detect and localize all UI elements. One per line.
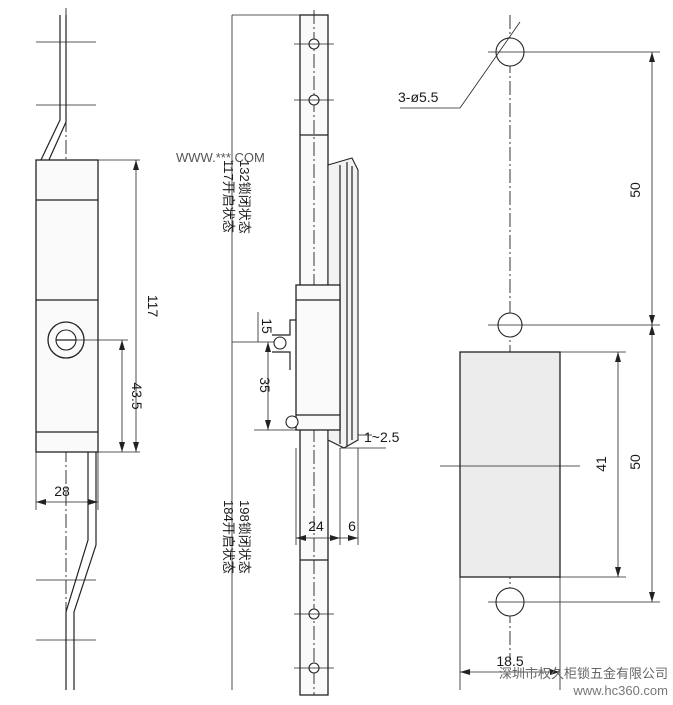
lock-block (295, 284, 341, 431)
right-view: 3-ø5.5 50 50 41 18.5 (398, 15, 660, 690)
dim-arrow (460, 669, 470, 675)
lock-body (35, 159, 99, 453)
upper-rod-edge (47, 15, 67, 163)
leader-line (459, 21, 521, 109)
upper-rod (39, 15, 61, 163)
dim-arrow (133, 442, 139, 452)
dim-28-label: 28 (54, 483, 70, 499)
dim-arrow (265, 342, 271, 352)
dim-arrow (615, 567, 621, 577)
dim-arrow (265, 420, 271, 430)
dim-arrow (119, 340, 125, 350)
note-top-open: 117开启状态 (221, 160, 236, 233)
cam-tongue (272, 351, 291, 370)
note-top-locked: 132锁闭状态 (237, 160, 252, 234)
dim-arrow (296, 535, 306, 541)
dim-lower-50-label: 50 (627, 454, 643, 470)
dim-24-label: 24 (308, 518, 324, 534)
dim-arrow (550, 669, 560, 675)
dim-18-5-label: 18.5 (496, 653, 523, 669)
cam-pin (273, 336, 287, 350)
cam-pin (285, 415, 299, 429)
dim-gap-label: 1~2.5 (364, 429, 400, 445)
middle-view: 15 35 1~2.5 24 6 132锁闭状态 117开启状态 198锁闭状态… (221, 10, 400, 696)
note-bottom-locked: 198锁闭状态 (237, 500, 252, 574)
dim-41-label: 41 (593, 456, 609, 472)
site-watermark: www.hc360.com (572, 683, 668, 698)
lower-rod (65, 452, 89, 690)
dim-arrow (88, 499, 98, 505)
watermark-text: WWW.***.COM (176, 150, 265, 165)
dim-upper-50-label: 50 (627, 182, 643, 198)
lower-rod-edge (73, 452, 97, 690)
cam-tongue (272, 319, 296, 336)
note-bottom-open: 184开启状态 (221, 500, 236, 574)
dim-15-label: 15 (259, 318, 275, 334)
dim-43-5-label: 43.5 (129, 382, 145, 409)
company-watermark: 深圳市权久柜锁五金有限公司 (499, 666, 668, 681)
left-view: 117 43.5 28 (35, 8, 161, 690)
dim-arrow (348, 535, 358, 541)
hole-spec-label: 3-ø5.5 (398, 89, 439, 105)
dim-arrow (615, 352, 621, 362)
dim-arrow (330, 535, 340, 541)
dim-arrow (133, 160, 139, 170)
cutout-rect (459, 351, 561, 578)
dim-arrow (649, 315, 655, 325)
dim-arrow (649, 592, 655, 602)
dim-35-label: 35 (257, 377, 273, 393)
dim-arrow (119, 442, 125, 452)
dim-arrow (649, 325, 655, 335)
dim-arrow (649, 52, 655, 62)
dim-arrow (36, 499, 46, 505)
dim-6-label: 6 (348, 518, 356, 534)
dim-117-label: 117 (145, 295, 161, 318)
